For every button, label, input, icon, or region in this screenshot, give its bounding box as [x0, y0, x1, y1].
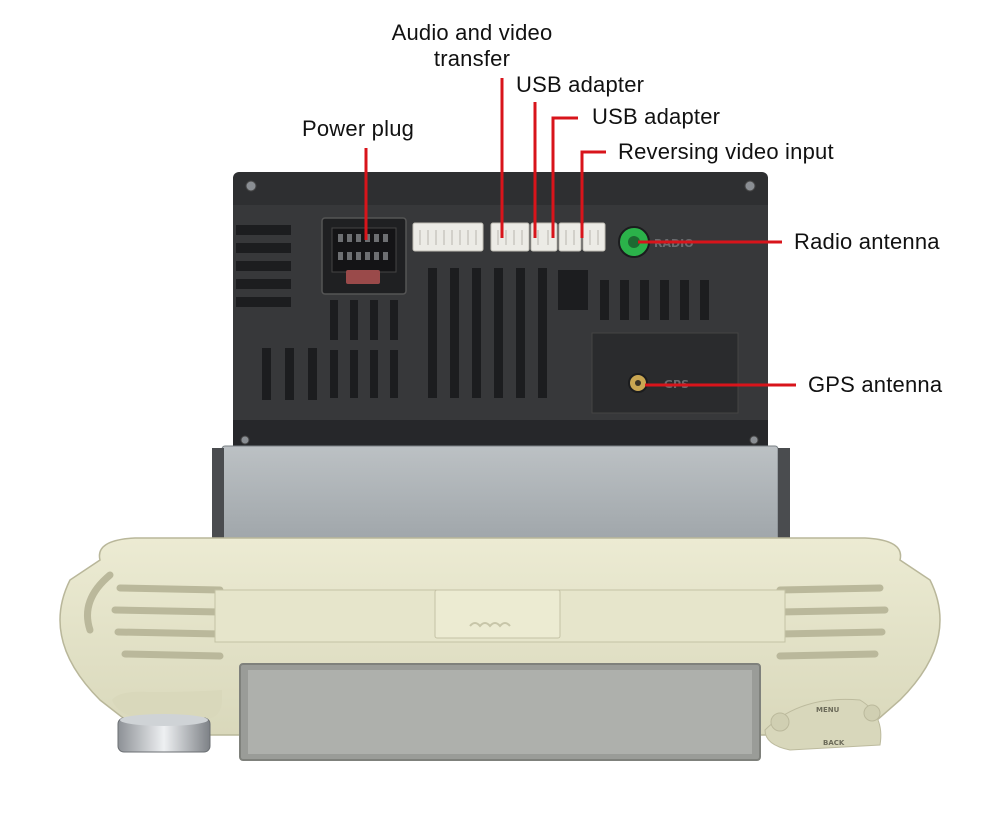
- front-bezel: MENU BACK: [59, 537, 941, 761]
- usb-connector-2: [558, 222, 582, 252]
- callout-usb-2: USB adapter: [592, 104, 721, 129]
- white-connector-1: [412, 222, 484, 252]
- screw-bottom-left: [240, 435, 250, 445]
- callout-audio-video-line1: Audio and video: [391, 20, 553, 45]
- usb-connector-1: [530, 222, 558, 252]
- reversing-video-connector: [582, 222, 606, 252]
- screw-bottom-right: [749, 435, 759, 445]
- button-pad: MENU BACK: [764, 698, 882, 751]
- callout-reversing: Reversing video input: [618, 139, 834, 164]
- callout-usb-1: USB adapter: [516, 72, 645, 97]
- gps-antenna-jack: GPS: [591, 332, 739, 414]
- screw-top-left: [245, 180, 257, 192]
- volume-knob: [112, 690, 222, 753]
- power-plug-connector: [321, 217, 407, 295]
- bezel-center-tab: [434, 589, 561, 639]
- fuse: [346, 270, 380, 284]
- leader-lines: [364, 78, 796, 387]
- menu-button-label: MENU: [816, 706, 840, 714]
- leader-usb2: [551, 116, 578, 238]
- ports: RADIO GPS: [321, 217, 739, 414]
- vent-slots: [236, 225, 709, 400]
- callout-power: Power plug: [302, 116, 415, 141]
- callout-gps: GPS antenna: [808, 372, 943, 397]
- callout-audio-video-line2: transfer: [433, 46, 511, 71]
- screws: [240, 180, 759, 445]
- leader-reversing: [580, 150, 606, 238]
- av-transfer-connector: [490, 222, 530, 252]
- back-button-label: BACK: [823, 739, 845, 747]
- callout-radio: Radio antenna: [794, 229, 940, 254]
- screw-top-right: [744, 180, 756, 192]
- callout-audio-video: Audio and video transfer: [372, 20, 572, 72]
